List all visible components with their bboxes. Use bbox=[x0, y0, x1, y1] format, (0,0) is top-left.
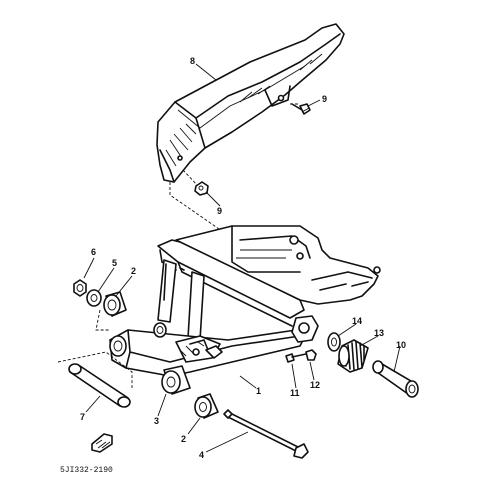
washer-14 bbox=[327, 332, 341, 352]
callout-12: 12 bbox=[310, 380, 320, 390]
leader-lines bbox=[83, 63, 401, 453]
callout-2-lower: 2 bbox=[181, 434, 186, 444]
part-code: 5JI332-2190 bbox=[60, 466, 113, 475]
callout-10: 10 bbox=[396, 340, 406, 350]
bracket-logo bbox=[91, 433, 113, 453]
callout-4: 4 bbox=[199, 450, 204, 460]
alignment-line bbox=[169, 182, 233, 280]
bushing-2-upper bbox=[103, 291, 127, 317]
callout-8: 8 bbox=[190, 56, 195, 66]
callout-9-lower: 9 bbox=[217, 206, 222, 216]
sleeve-10 bbox=[372, 360, 419, 398]
spring-13 bbox=[337, 339, 369, 373]
callout-5: 5 bbox=[112, 258, 117, 268]
chain-guard bbox=[156, 23, 345, 183]
nut-12 bbox=[305, 349, 317, 361]
callout-3: 3 bbox=[154, 416, 159, 426]
bushing-2-lower bbox=[194, 393, 219, 419]
bolt-11 bbox=[285, 353, 307, 363]
callout-2-upper: 2 bbox=[131, 266, 136, 276]
washer-5 bbox=[86, 289, 102, 307]
bolt-9-upper bbox=[291, 103, 311, 115]
callout-11: 11 bbox=[290, 388, 300, 398]
alignment-line bbox=[95, 309, 110, 331]
alignment-line bbox=[57, 351, 133, 388]
nut-6 bbox=[73, 279, 87, 297]
callout-9-upper: 9 bbox=[322, 94, 327, 104]
swingarm bbox=[109, 225, 381, 377]
pivot-shaft-4 bbox=[223, 409, 309, 459]
callouts: 8 9 9 6 5 2 7 3 2 4 1 11 12 14 13 10 bbox=[80, 56, 406, 460]
callout-14: 14 bbox=[352, 316, 362, 326]
alignment-line bbox=[182, 169, 199, 187]
callout-1: 1 bbox=[256, 386, 261, 396]
callout-7: 7 bbox=[80, 412, 85, 422]
bolt-9-lower bbox=[194, 181, 209, 196]
pivot-collar-7 bbox=[68, 363, 131, 408]
callout-6: 6 bbox=[91, 247, 96, 257]
callout-13: 13 bbox=[374, 328, 384, 338]
bushing-3 bbox=[161, 365, 191, 395]
